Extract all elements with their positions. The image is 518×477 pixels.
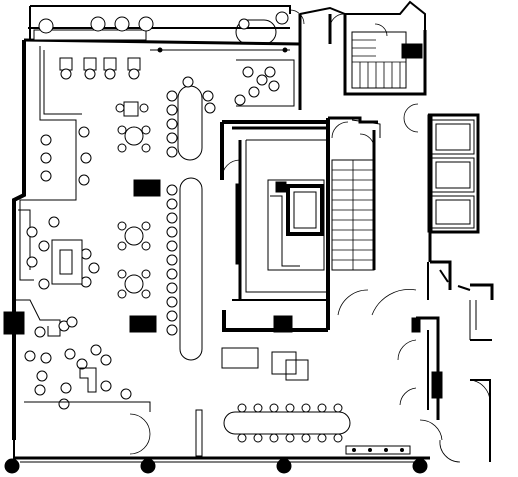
exterior-walls	[12, 0, 494, 463]
round-tables	[115, 101, 151, 299]
stair-south	[328, 116, 378, 271]
banquette-west	[3, 46, 100, 335]
window-booth-row	[33, 16, 154, 80]
exterior-columns	[4, 458, 428, 474]
bar	[166, 177, 309, 381]
patio	[439, 269, 477, 340]
interior-columns	[129, 179, 161, 333]
stair-north	[351, 31, 423, 89]
communal-table	[195, 403, 411, 457]
entrance	[150, 9, 388, 53]
window-bays	[427, 114, 475, 233]
restrooms	[337, 103, 491, 463]
large-booth	[166, 59, 295, 161]
kitchen	[220, 118, 330, 333]
lounge	[24, 316, 151, 455]
